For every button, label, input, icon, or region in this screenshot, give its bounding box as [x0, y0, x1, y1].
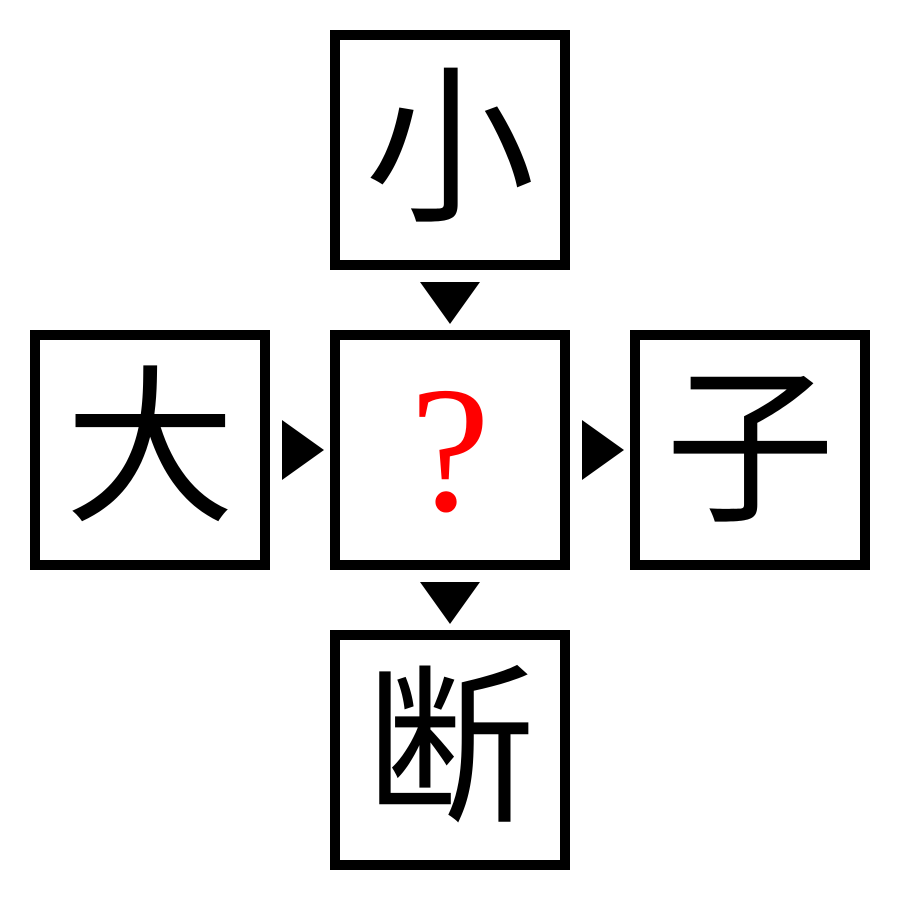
question-mark: ? [410, 350, 490, 549]
kanji-bottom: 断 [364, 651, 535, 849]
kanji-left: 大 [64, 351, 235, 549]
kanji-top: 小 [364, 51, 535, 249]
triangle-down-icon [420, 582, 480, 624]
tile-top: 小 [330, 30, 570, 270]
tile-left: 大 [30, 330, 270, 570]
triangle-right-icon [582, 420, 624, 480]
tile-right: 子 [630, 330, 870, 570]
tile-center-answer[interactable]: ? [330, 330, 570, 570]
triangle-right-icon [282, 420, 324, 480]
kanji-right: 子 [664, 351, 835, 549]
tile-bottom: 断 [330, 630, 570, 870]
triangle-down-icon [420, 282, 480, 324]
